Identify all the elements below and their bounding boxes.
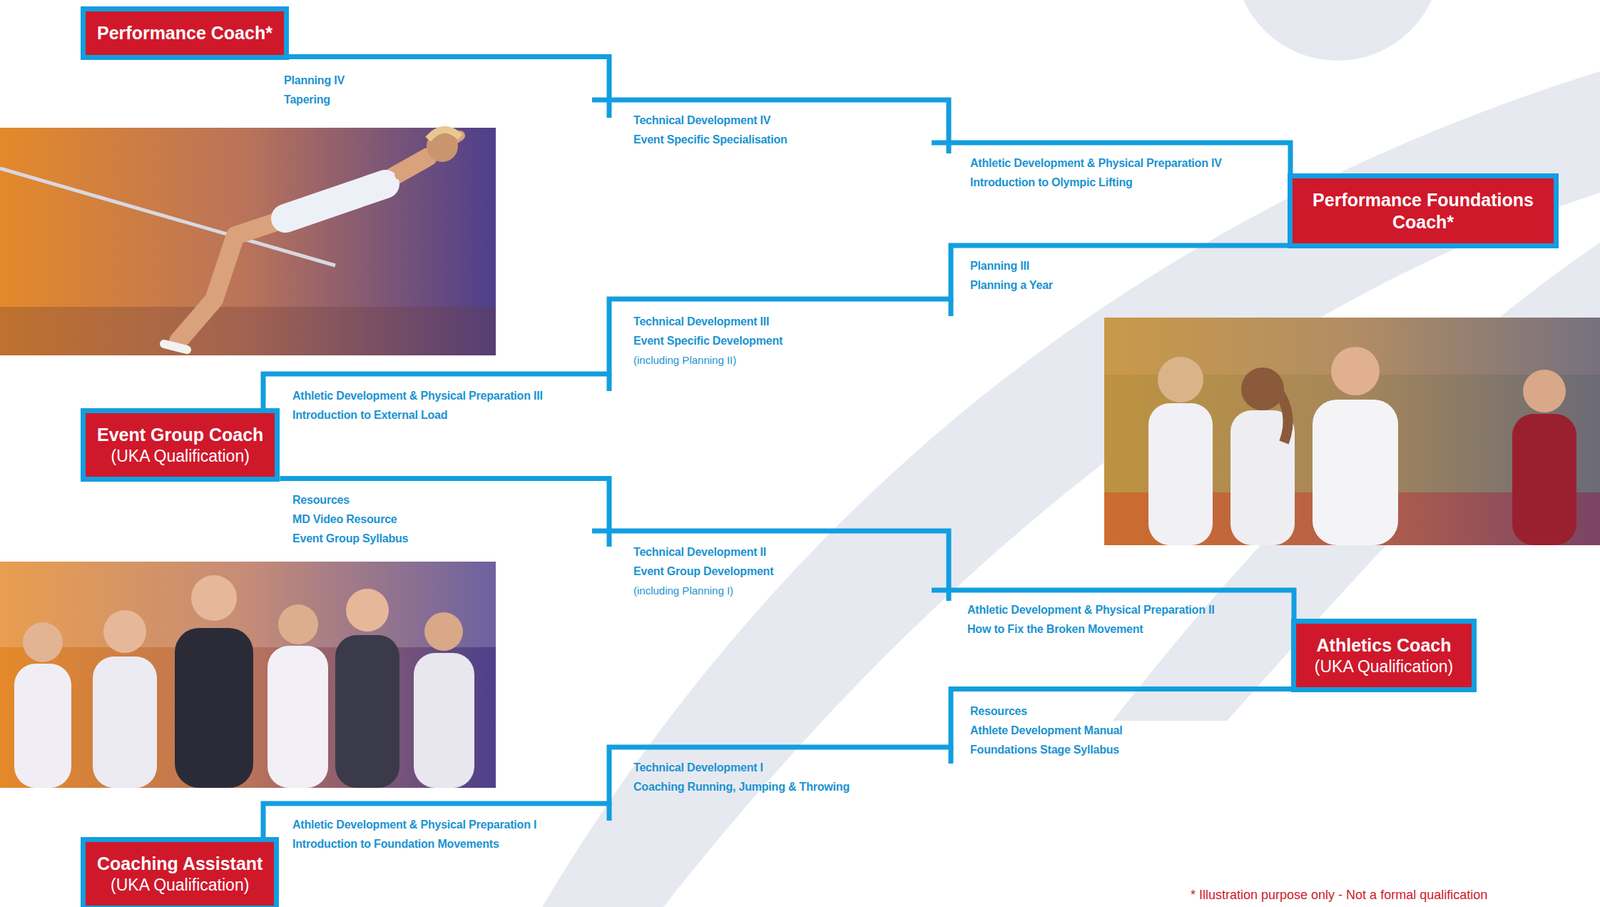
box-title: Coaching Assistant xyxy=(97,852,263,875)
qualification-box: Athletics Coach(UKA Qualification) xyxy=(1291,618,1477,692)
module-label: Athletic Development & Physical Preparat… xyxy=(292,817,537,832)
box-subtitle: (UKA Qualification) xyxy=(1307,656,1461,677)
box-title: Performance Coach* xyxy=(97,22,273,45)
module-label: Planning IV xyxy=(283,73,345,88)
box-title: Performance Foundations Coach* xyxy=(1303,189,1543,233)
module-label: Event Group Development xyxy=(633,564,774,579)
module-label: Planning III xyxy=(970,258,1030,274)
module-label: Athletic Development & Physical Preparat… xyxy=(967,602,1215,618)
module-label: Technical Development III xyxy=(633,314,769,329)
pathway-line xyxy=(263,245,1288,409)
photo-high-jump xyxy=(0,127,496,356)
module-label: (including Planning I) xyxy=(633,583,734,598)
module-label: (including Planning II) xyxy=(633,353,737,368)
module-label: Introduction to Foundation Movements xyxy=(292,836,500,852)
box-title: Athletics Coach xyxy=(1307,634,1461,657)
module-label: How to Fix the Broken Movement xyxy=(967,622,1143,637)
module-label: Technical Development IV xyxy=(633,113,771,128)
module-label: Resources xyxy=(292,492,350,508)
qualification-box: Coaching Assistant(UKA Qualification) xyxy=(80,836,279,907)
box-title: Event Group Coach xyxy=(97,423,264,446)
pathway-line xyxy=(288,57,1291,175)
module-label: Introduction to Olympic Lifting xyxy=(970,175,1133,190)
module-label: Event Specific Development xyxy=(633,333,783,349)
module-label: MD Video Resource xyxy=(292,512,398,527)
line-ticks xyxy=(592,99,951,821)
module-label: Foundations Stage Syllabus xyxy=(970,742,1120,757)
qualification-box: Event Group Coach(UKA Qualification) xyxy=(80,408,280,482)
pathway-line xyxy=(263,689,1292,837)
logo-swoosh xyxy=(542,0,1600,907)
module-label: Resources xyxy=(970,704,1028,719)
module-label: Athletic Development & Physical Preparat… xyxy=(970,156,1222,171)
module-label: Athletic Development & Physical Preparat… xyxy=(292,388,543,404)
box-subtitle: (UKA Qualification) xyxy=(97,874,263,895)
pathway-line xyxy=(279,478,1294,619)
module-label: Introduction to External Load xyxy=(292,408,448,423)
qualification-box: Performance Coach* xyxy=(80,6,289,60)
module-label: Tapering xyxy=(283,92,331,107)
module-label: Event Group Syllabus xyxy=(292,531,409,546)
module-label: Event Specific Specialisation xyxy=(633,132,788,147)
module-label: Planning a Year xyxy=(970,278,1053,293)
footnote: * Illustration purpose only - Not a form… xyxy=(1190,887,1488,902)
box-subtitle: (UKA Qualification) xyxy=(97,445,264,466)
qualification-box: Performance Foundations Coach* xyxy=(1287,173,1559,249)
module-label: Technical Development I xyxy=(633,760,764,775)
photo-athlete-group xyxy=(0,561,496,788)
module-label: Technical Development II xyxy=(633,544,767,560)
photo-coaching-session xyxy=(1104,317,1600,545)
module-label: Coaching Running, Jumping & Throwing xyxy=(633,779,850,794)
module-label: Athlete Development Manual xyxy=(970,723,1123,738)
